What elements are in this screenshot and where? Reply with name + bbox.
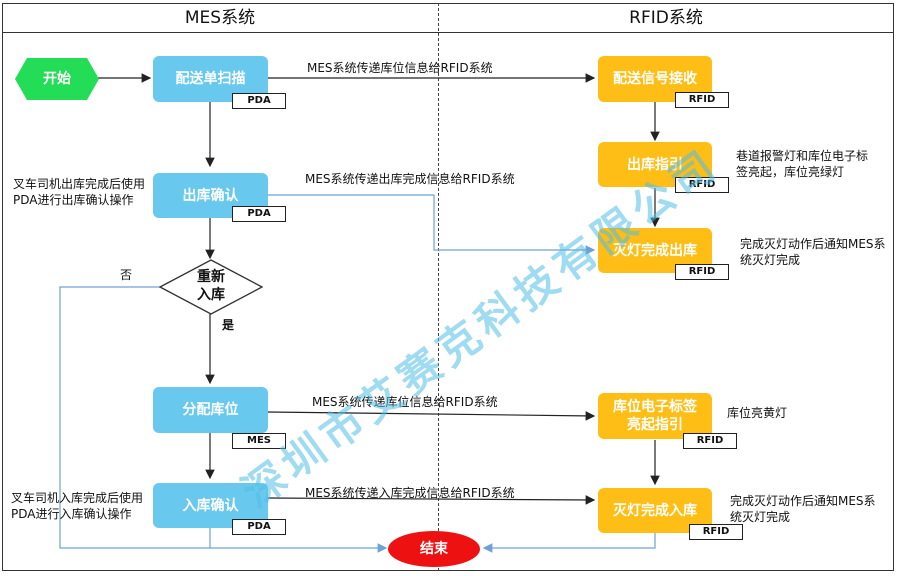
decision-node: [159, 259, 263, 315]
rfid-receive-tag: RFID: [675, 92, 729, 108]
rfid-off-out-tag: RFID: [675, 264, 729, 280]
flow-label-assign-label: MES系统传递库位信息给RFID系统: [312, 395, 498, 409]
edge-out-off-blue: [268, 194, 596, 255]
rfid-receive-node: 配送信号接收: [598, 56, 712, 102]
assign-node: 分配库位: [153, 387, 268, 433]
scan-label: 配送单扫描: [175, 71, 246, 87]
rfid-off-in-label: 灭灯完成入库: [613, 502, 697, 519]
flow-label-no: 否: [120, 268, 133, 282]
edge-no-end: [59, 286, 388, 553]
swimlane-frame: [2, 3, 894, 571]
swimlane-header: MES系统 RFID系统: [2, 3, 894, 33]
rfid-guide-node: 出库指引: [598, 142, 712, 187]
note-forklift-out: 叉车司机出库完成后使用PDA进行出库确认操作: [13, 177, 146, 207]
flow-label-out-off: MES系统传递出库完成信息给RFID系统: [305, 172, 515, 186]
in-confirm-label: 入库确认: [182, 497, 239, 514]
flow-label-yes: 是: [222, 318, 235, 332]
in-confirm-tag: PDA: [232, 519, 286, 535]
flow-label-in-off: MES系统传递入库完成信息给RFID系统: [305, 486, 515, 500]
edge-assign-label: [267, 411, 596, 421]
assign-label: 分配库位: [182, 402, 239, 418]
scan-tag: PDA: [232, 93, 286, 109]
note-label-light: 库位亮黄灯: [727, 406, 788, 420]
rfid-label-light-label: 库位电子标签亮起指引: [613, 399, 697, 433]
note-forklift-in: 叉车司机入库完成后使用PDA进行入库确认操作: [11, 491, 144, 521]
rfid-label-light-node: 库位电子标签亮起指引: [598, 393, 712, 439]
decision-label: 重新入库: [197, 269, 225, 303]
rfid-receive-label: 配送信号接收: [613, 71, 697, 87]
start-label: 开始: [43, 71, 71, 87]
out-confirm-label: 出库确认: [182, 187, 239, 204]
mes-lane-title: MES系统: [184, 8, 256, 28]
out-confirm-tag: PDA: [232, 206, 286, 222]
note-guide: 巷道报警灯和库位电子标签亮起，库位亮绿灯: [736, 149, 869, 179]
edge-in-off: [267, 495, 596, 505]
end-node: 结束: [388, 531, 480, 567]
note-off-out: 完成灭灯动作后通知MES系统灭灯完成: [740, 237, 886, 267]
rfid-label-light-tag: RFID: [683, 433, 737, 449]
flow-label-scan-receive: MES系统传递库位信息给RFID系统: [307, 61, 493, 75]
rfid-off-out-label: 灭灯完成出库: [613, 242, 697, 259]
start-node: [15, 58, 99, 100]
rfid-guide-tag: RFID: [675, 177, 729, 193]
lane-divider: [438, 3, 439, 571]
rfid-lane-title: RFID系统: [629, 8, 703, 28]
rfid-off-in-tag: RFID: [689, 524, 743, 540]
rfid-guide-label: 出库指引: [627, 156, 683, 173]
note-off-in: 完成灭灯动作后通知MES系统灭灯完成: [730, 494, 876, 524]
assign-tag: MES: [232, 433, 286, 449]
edge-off-end: [482, 530, 656, 553]
